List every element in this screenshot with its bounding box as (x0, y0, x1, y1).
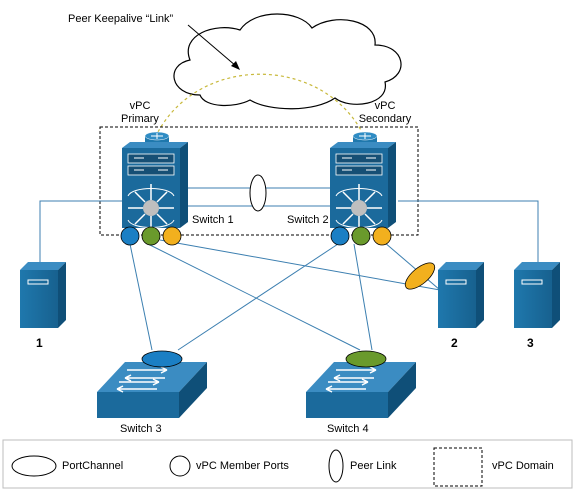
vpc-secondary-line1: vPC (374, 100, 396, 112)
portchannel-switch4 (345, 350, 387, 368)
connection-lines (39, 187, 539, 351)
port-blue (120, 226, 140, 246)
switch1-label: Switch 1 (192, 214, 234, 226)
server-icon (20, 262, 66, 328)
vpc-primary-label: vPC Primary (110, 100, 170, 126)
legend-domain-symbol (433, 447, 483, 487)
keepalive-label: Peer Keepalive “Link” (68, 13, 174, 25)
legend-box (2, 439, 573, 489)
legend-peer-link-label: Peer Link (350, 460, 397, 472)
vpc-secondary-line2: Secondary (358, 113, 412, 125)
legend-portchannel-label: PortChannel (62, 460, 124, 472)
nexus-switch-icon (330, 131, 396, 228)
legend-portchannel-symbol (11, 455, 57, 477)
server-icon (438, 262, 484, 328)
port-yellow (372, 226, 392, 246)
vpc-secondary-label: vPC Secondary (350, 100, 420, 126)
legend-domain-label: vPC Domain (492, 460, 554, 472)
access-switch-icon (306, 362, 416, 418)
peer-link-ellipse (249, 174, 267, 212)
server-icon (514, 262, 560, 328)
switch3-label: Switch 3 (120, 423, 162, 435)
portchannel-switch3 (141, 350, 183, 368)
nexus-switch-icon (122, 131, 188, 228)
switch2-label: Switch 2 (287, 214, 329, 226)
server3-label: 3 (527, 336, 534, 350)
server2-label: 2 (451, 336, 458, 350)
port-yellow (162, 226, 182, 246)
switch4-label: Switch 4 (327, 423, 369, 435)
vpc-primary-line2: Primary (121, 113, 159, 125)
keepalive-arrow (187, 24, 240, 70)
member-ports-switch1 (120, 226, 182, 246)
port-green (351, 226, 371, 246)
portchannel-server2 (404, 262, 436, 290)
cloud-icon (173, 13, 402, 110)
port-blue (330, 226, 350, 246)
access-switch-icon (97, 362, 207, 418)
legend-member-ports-label: vPC Member Ports (196, 460, 289, 472)
port-green (141, 226, 161, 246)
legend-peer-link-symbol (328, 449, 344, 483)
member-ports-switch2 (330, 226, 392, 246)
peer-keepalive-link (157, 73, 363, 133)
vpc-domain-box (99, 126, 419, 236)
server1-label: 1 (36, 336, 43, 350)
vpc-primary-line1: vPC (129, 100, 151, 112)
legend-member-port-symbol (169, 455, 191, 477)
